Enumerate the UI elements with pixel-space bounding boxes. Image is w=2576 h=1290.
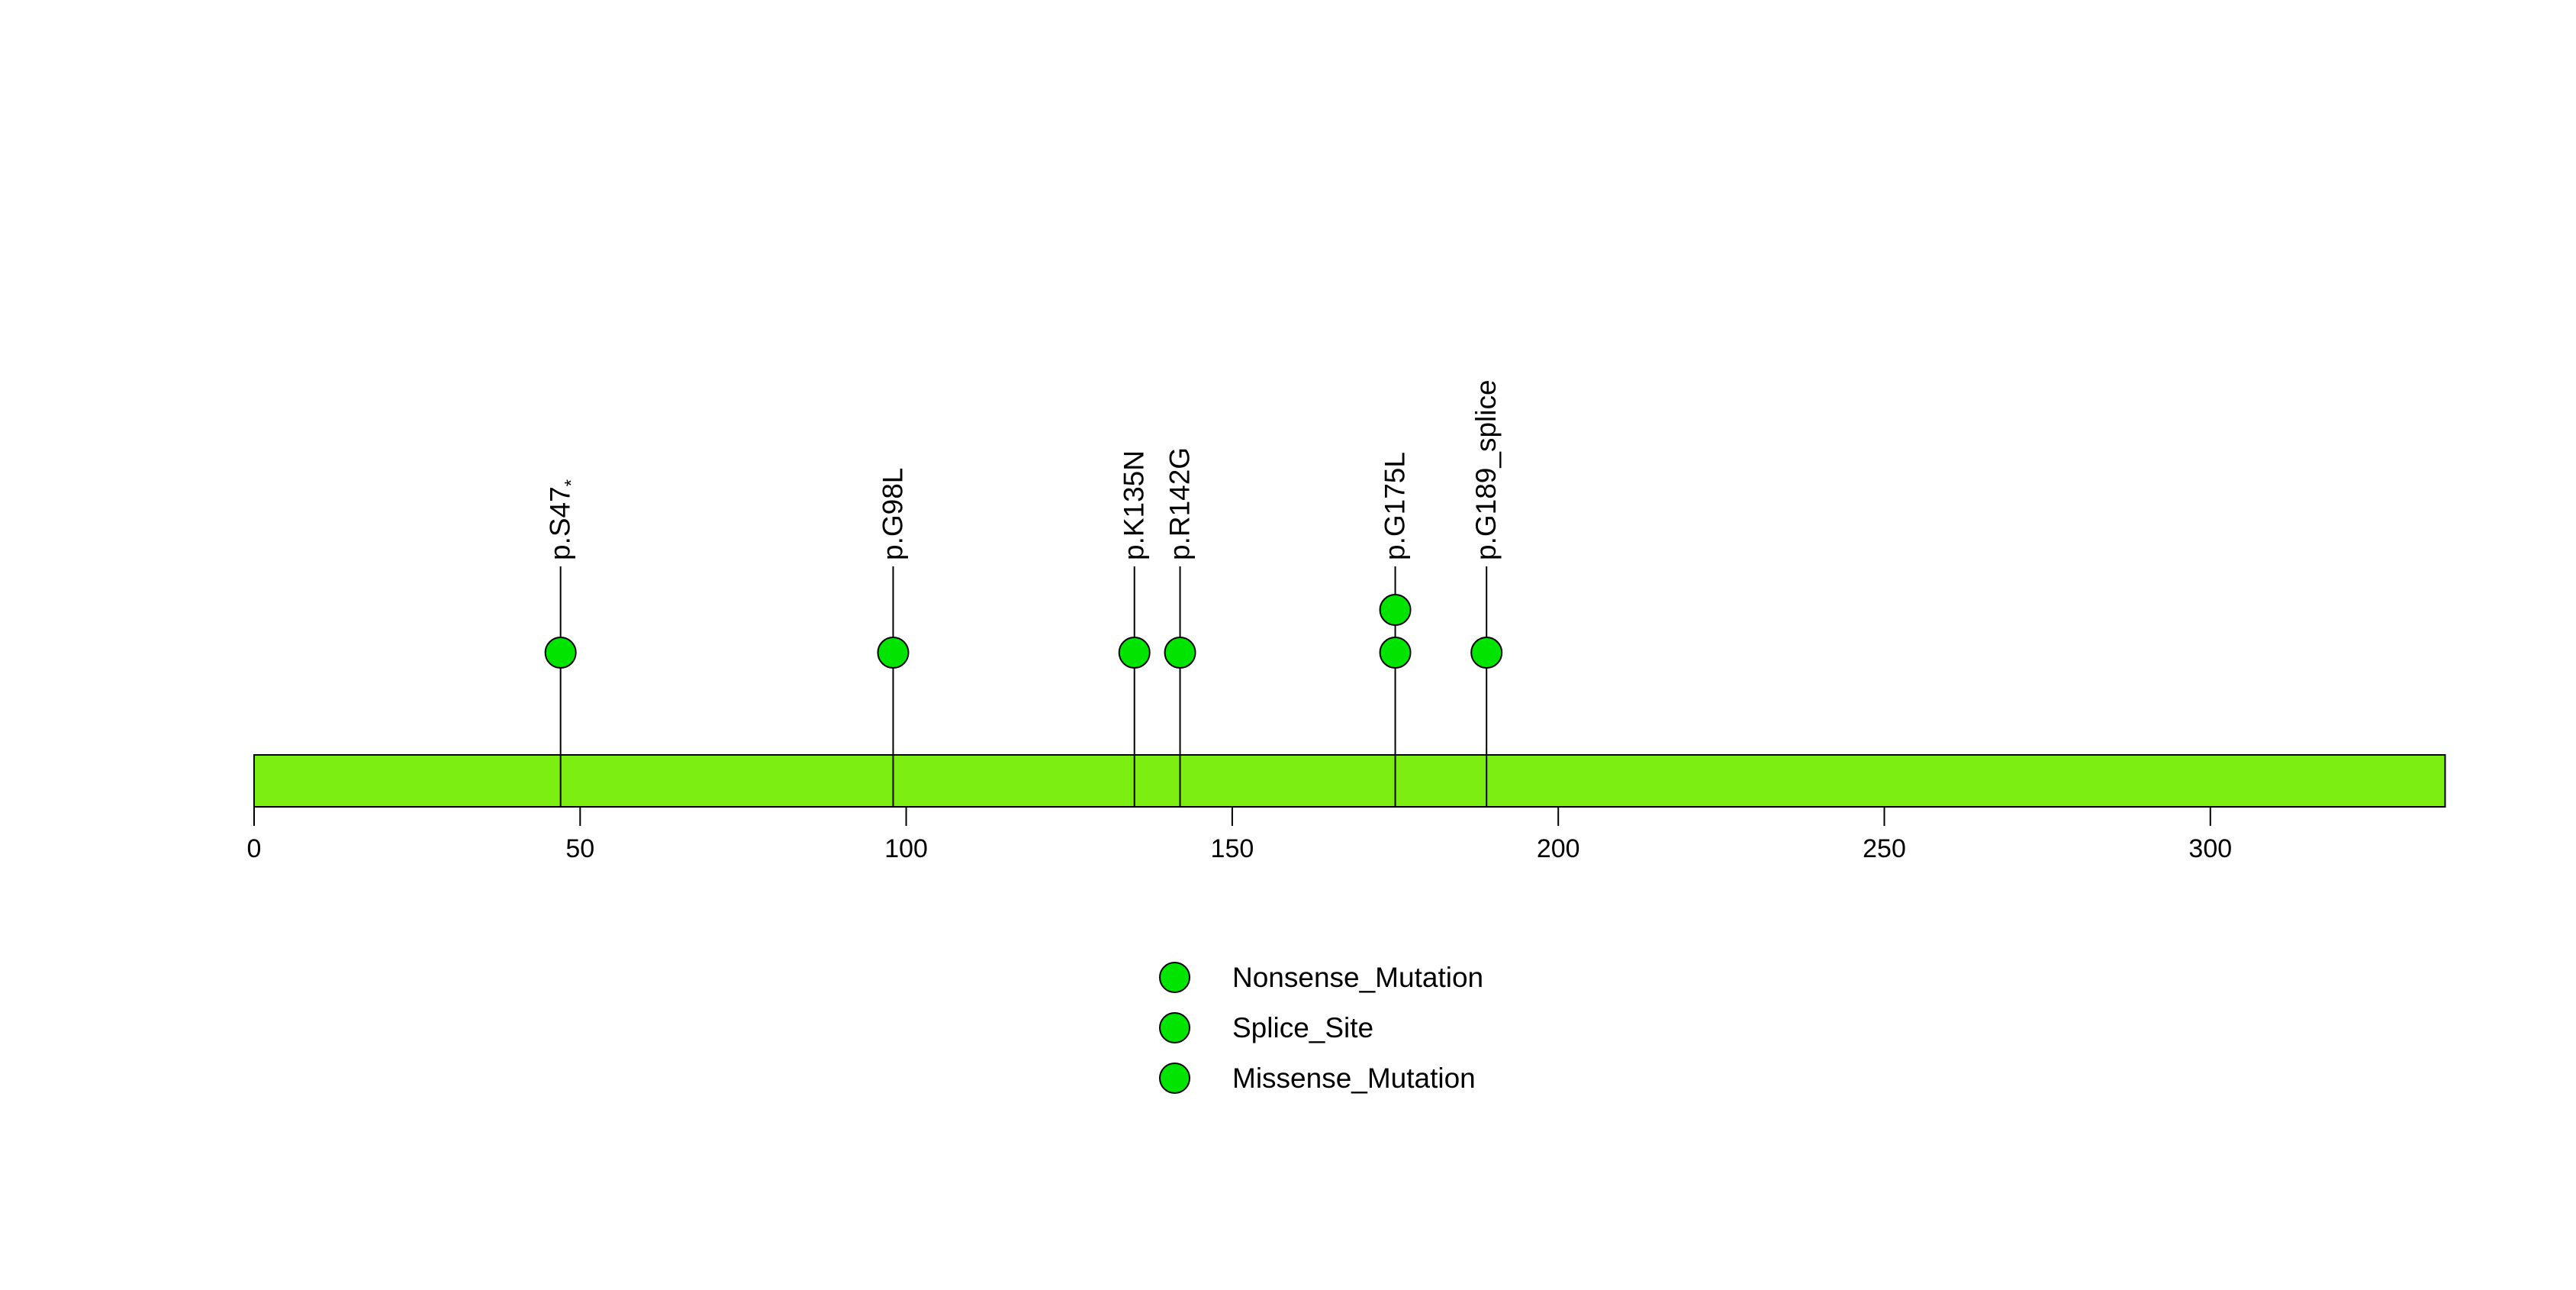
axis-tick-label: 200 [1537,834,1580,863]
axis-tick-label: 0 [247,834,262,863]
lollipop-circle [877,637,910,669]
legend-item-splice-site: Splice_Site [1159,1002,1483,1053]
lollipop-label: p.G175L [1380,452,1411,560]
label-star-suffix: * [562,479,582,486]
lollipop-label: p.R142G [1164,447,1196,560]
lollipop-circle [1379,637,1412,669]
lollipop-circle [1470,637,1503,669]
protein-bar [253,754,2446,808]
axis-tick-label: 50 [565,834,594,863]
legend-label: Splice_Site [1232,1011,1374,1043]
legend-label: Missense_Mutation [1232,1062,1476,1094]
nonsense-mutation-circle-icon [1159,961,1190,993]
lollipop-label: p.G98L [877,468,909,560]
lollipop-circle [1379,594,1412,626]
legend: Nonsense_Mutation Splice_Site Missense_M… [1159,952,1483,1103]
lollipop-label: p.G189_splice [1470,379,1502,560]
legend-label: Nonsense_Mutation [1232,961,1484,993]
axis-tick-label: 150 [1211,834,1254,863]
legend-item-nonsense-mutation: Nonsense_Mutation [1159,952,1483,1002]
axis-tick-label: 300 [2188,834,2232,863]
lollipop-circle [1164,637,1196,669]
lollipop-circle [1118,637,1151,669]
lollipop-label: p.S47* [545,479,582,560]
lollipop-circle [544,637,577,669]
lollipop-label: p.K135N [1119,450,1150,560]
legend-item-missense-mutation: Missense_Mutation [1159,1053,1483,1103]
axis-tick-label: 250 [1863,834,1906,863]
missense-mutation-circle-icon [1159,1062,1190,1094]
splice-site-circle-icon [1159,1011,1190,1043]
axis-tick-label: 100 [884,834,928,863]
